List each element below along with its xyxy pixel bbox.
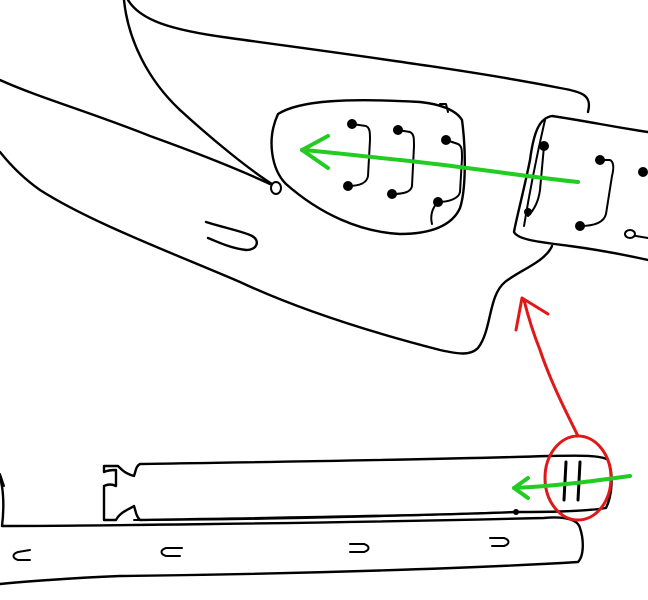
green-arrow-head-2	[512, 476, 530, 500]
green-arrow-line-2	[512, 474, 632, 490]
bar-slot-3	[349, 543, 370, 553]
bolt-5b	[575, 221, 585, 231]
bolt-5a	[595, 155, 605, 165]
housing-left	[270, 98, 466, 236]
detail-figure	[0, 0, 648, 355]
bar-slot-1	[12, 549, 31, 561]
green-arrow-line	[300, 148, 580, 184]
bolt-2b	[387, 189, 397, 199]
bolt-1b	[343, 181, 353, 191]
bracket-3	[437, 139, 463, 203]
bolt-4b	[524, 208, 532, 216]
bolt-3a	[441, 135, 451, 145]
detail-slot	[204, 220, 258, 252]
overview-bar-outline	[0, 476, 584, 586]
bracket-group-left	[343, 103, 463, 225]
plate-right-stub	[635, 235, 648, 239]
bar-slot-4	[489, 537, 510, 547]
detail-body-top-edge	[126, 0, 591, 114]
overview-pivot	[513, 509, 519, 515]
red-arrow-line	[522, 298, 580, 438]
bracket-1	[347, 123, 371, 187]
plate-right	[512, 114, 648, 262]
detail-move-arrow	[300, 134, 580, 184]
bolt-1a	[347, 119, 357, 129]
bolt-6b	[624, 229, 636, 239]
callout-arrow	[514, 296, 580, 438]
bolt-6a	[638, 167, 648, 177]
detail-body-lower-edge	[0, 150, 554, 355]
housing-tab	[439, 103, 449, 113]
bolt-4a	[539, 141, 549, 151]
bracket-2	[391, 129, 415, 195]
bolt-2a	[393, 125, 403, 135]
overview-figure	[0, 434, 632, 586]
bar-slot-2	[160, 547, 183, 557]
detail-pin-hole	[270, 181, 282, 195]
overview-inner-line	[133, 511, 517, 521]
overview-left-tab	[0, 473, 5, 487]
bracket-group-right	[524, 141, 648, 239]
bar-slots	[12, 537, 510, 561]
bracket-5	[579, 159, 615, 227]
detail-inner-curve-top	[0, 78, 272, 186]
green-arrow-head	[300, 134, 330, 170]
detail-inner-curve-upper	[122, 0, 274, 186]
slot-line-1	[562, 460, 568, 502]
bracket-3-tail	[430, 201, 439, 225]
overview-move-arrow	[512, 474, 632, 500]
red-arrow-head	[514, 296, 550, 332]
